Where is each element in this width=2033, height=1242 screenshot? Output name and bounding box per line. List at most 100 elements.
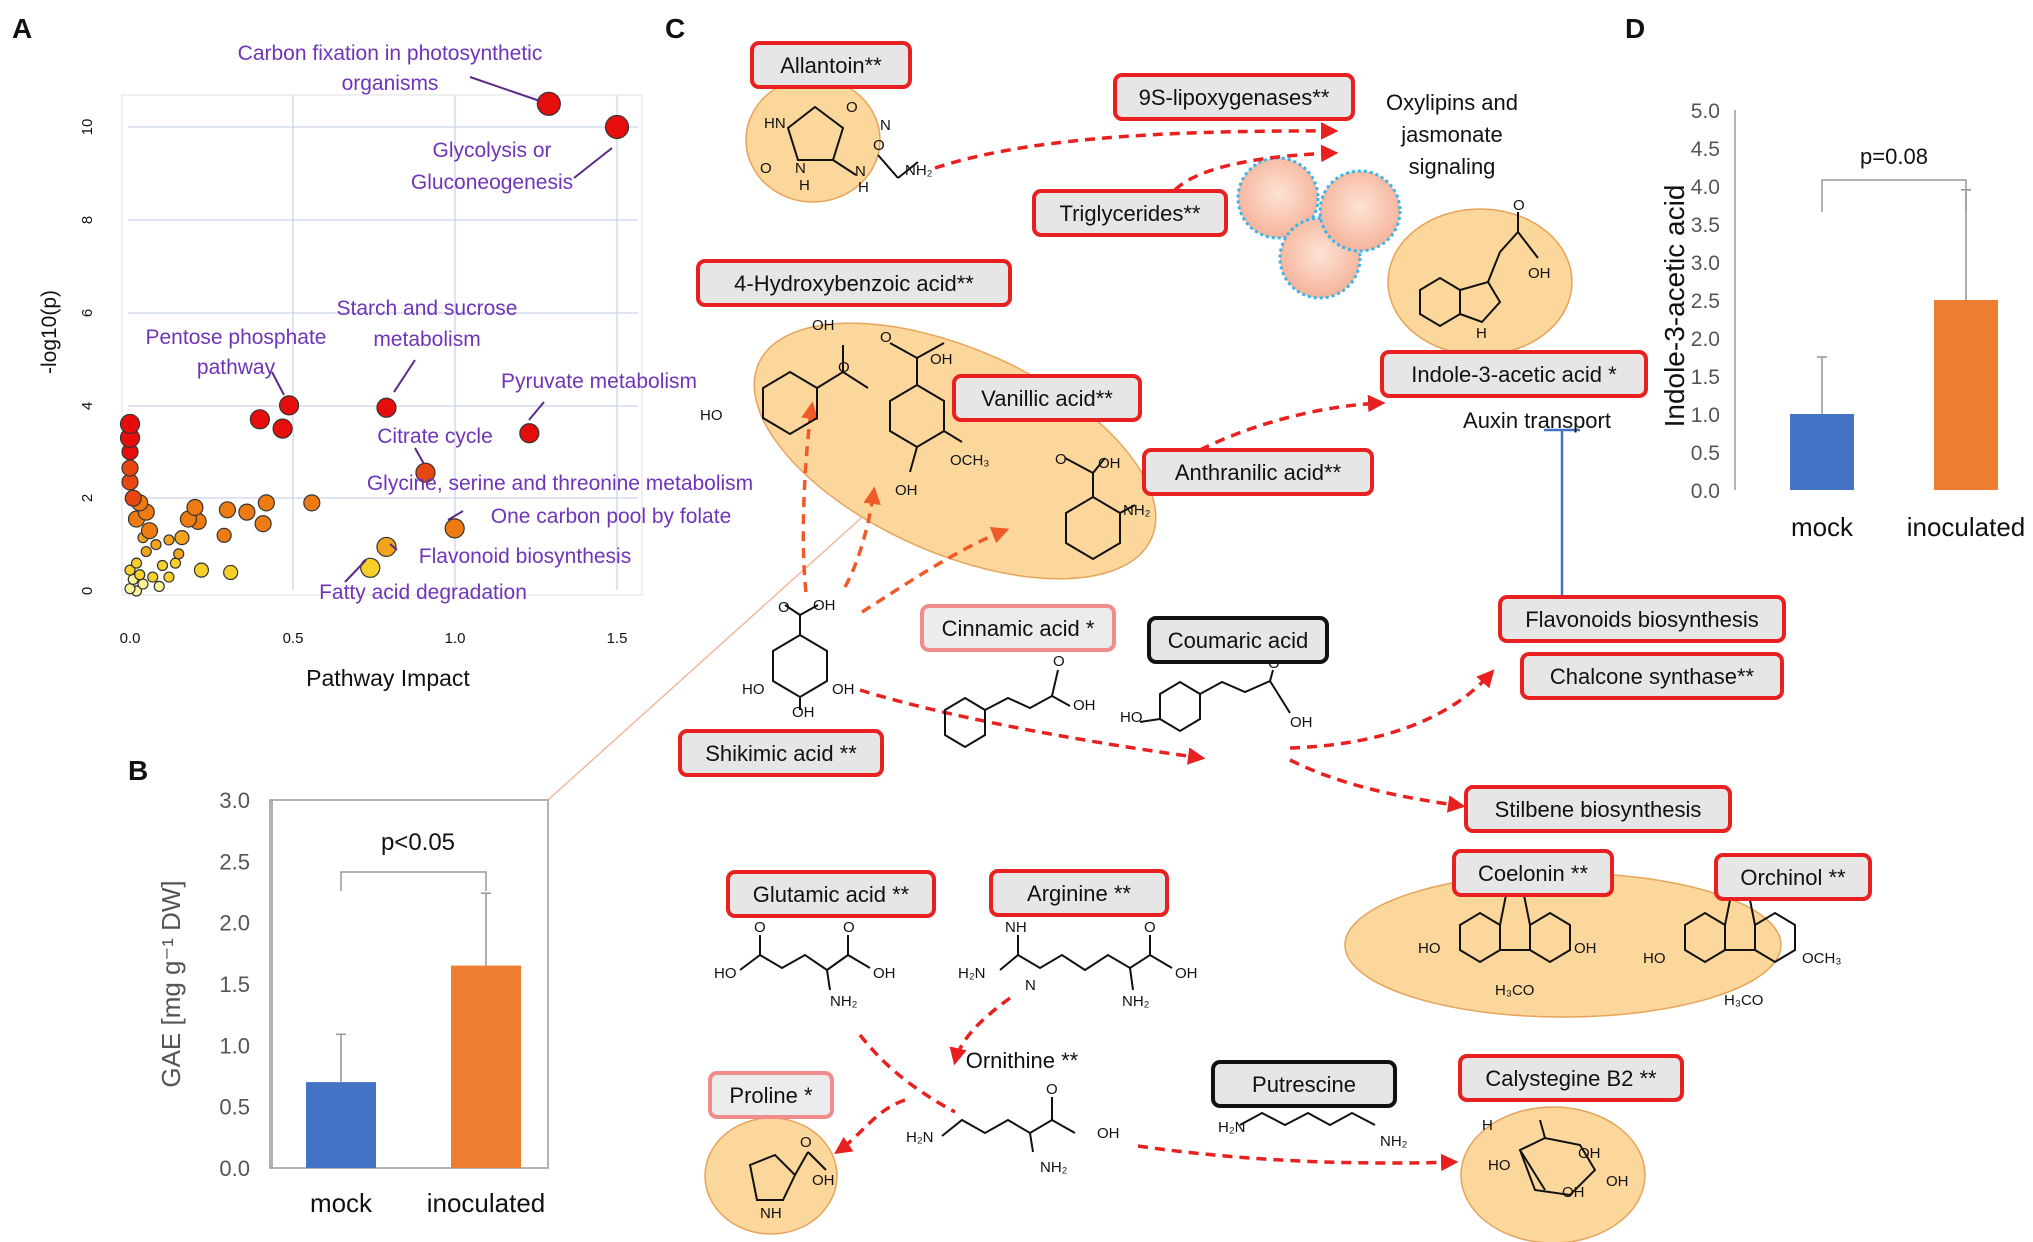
label-text: Shikimic acid ** (705, 741, 857, 766)
pathway-text-labels: Oxylipins and jasmonate signaling Auxin … (966, 90, 1611, 1073)
scatter-point (169, 557, 182, 569)
label-text: Allantoin** (780, 53, 882, 78)
annotation-citrate: Citrate cycle (377, 425, 493, 448)
scatter-point (257, 494, 275, 512)
atom-label: HO (742, 681, 765, 698)
atom-label: HO (1120, 709, 1143, 726)
auxin-inhibition (1544, 428, 1580, 598)
panel-a-plot-frame (121, 94, 643, 596)
scatter-point (254, 515, 272, 533)
label-proline: Proline * (708, 1071, 834, 1119)
label-text: Indole-3-acetic acid * (1411, 362, 1617, 387)
scatter-point (444, 518, 465, 539)
ornithine-label: Ornithine ** (966, 1048, 1079, 1073)
x-tick: 0.5 (283, 630, 304, 647)
y-tick: 1.5 (219, 972, 250, 997)
scatter-point (376, 397, 397, 418)
label-stilbene: Stilbene biosynthesis (1464, 785, 1732, 833)
atom-label: NH₂ (1122, 993, 1150, 1010)
label-chalcone: Chalcone synthase** (1520, 652, 1784, 700)
panel-b-frame (269, 799, 549, 1169)
atom-label: HO (1643, 950, 1666, 967)
label-text: Stilbene biosynthesis (1495, 797, 1702, 822)
label-shikimic: Shikimic acid ** (678, 729, 884, 777)
arginine-structure (999, 953, 1173, 972)
atom-label: NH₂ (1123, 502, 1151, 519)
y-tick: 6 (79, 309, 96, 317)
atom-label: OH (873, 965, 896, 982)
lipid-droplets-image (1236, 156, 1402, 300)
label-text: 9S-lipoxygenases** (1139, 85, 1330, 110)
panel-a-ylabel: -log10(p) (38, 290, 61, 374)
panel-d-bars (1790, 189, 1998, 490)
shikimic-structure (772, 633, 828, 699)
atom-label: NH (760, 1205, 782, 1222)
arrow-to-proline (834, 1098, 906, 1154)
scatter-point (604, 114, 630, 140)
cinnamic-structure (944, 696, 986, 749)
atom-label: OH (895, 482, 918, 499)
annotation-flavonoid: Flavonoid biosynthesis (419, 545, 631, 568)
atom-label: OH (832, 681, 855, 698)
y-tick: 2.0 (1691, 328, 1720, 351)
arrow-to-stilbene (1289, 758, 1466, 813)
y-tick: 10 (79, 119, 96, 136)
atom-label: OH (1528, 265, 1551, 282)
annotation-fatty-acid: Fatty acid degradation (319, 581, 527, 604)
atom-label: OH (930, 351, 953, 368)
x-tick: 0.0 (120, 630, 141, 647)
atom-label: O (838, 359, 850, 376)
oxylipins-label-3: signaling (1409, 154, 1496, 179)
label-text: Proline * (729, 1083, 813, 1108)
scatter-point (193, 562, 210, 578)
panel-a-annotations: Carbon fixation in photosynthetic organi… (146, 42, 754, 604)
atom-label: HO (1488, 1157, 1511, 1174)
panel-a-yticks: 0 2 4 6 8 10 (79, 119, 96, 596)
scatter-point (137, 578, 149, 590)
y-tick: 3.5 (1691, 214, 1720, 237)
label-9s-lipoxygenases: 9S-lipoxygenases** (1113, 73, 1355, 121)
scatter-point (360, 557, 381, 578)
atom-label: OH (1175, 965, 1198, 982)
annotation-starch: Starch and sucrose (337, 297, 518, 320)
benzoic-acids-blob (753, 322, 1157, 580)
y-tick: 0.5 (219, 1095, 250, 1120)
y-tick: 3.0 (219, 788, 250, 813)
y-tick: 1.0 (1691, 404, 1720, 427)
panel-d-yticks: 0.00.51.01.52.02.53.03.54.04.55.0 (1691, 100, 1720, 503)
label-text: Triglycerides** (1059, 201, 1200, 226)
atom-label: O (846, 99, 858, 116)
bar (306, 1082, 376, 1168)
scatter-point (121, 459, 139, 477)
label-putrescine: Putrescine (1211, 1060, 1397, 1108)
atom-label: O (880, 329, 892, 346)
oxylipins-label: Oxylipins and (1386, 90, 1518, 115)
atom-label: H (1476, 325, 1487, 342)
compound-labels: Allantoin** 9S-lipoxygenases** Triglycer… (678, 41, 1872, 1119)
atom-label: H₂N (958, 965, 986, 982)
label-calystegine: Calystegine B2 ** (1458, 1054, 1684, 1102)
panel-label-d: D (1625, 13, 1645, 44)
label-iaa: Indole-3-acetic acid * (1380, 350, 1648, 398)
atom-label: NH₂ (1040, 1159, 1068, 1176)
y-tick: 1.5 (1691, 366, 1720, 389)
y-tick: 4.0 (1691, 176, 1720, 199)
atom-label: OH (812, 1172, 835, 1189)
atom-label: H (858, 179, 869, 196)
atom-label: H (1482, 1117, 1493, 1134)
arrow-glutamate-to-ornithine (858, 1033, 956, 1114)
scatter-point (153, 580, 165, 592)
atom-label: OH (1290, 714, 1313, 731)
atom-label: OH (1073, 697, 1096, 714)
atom-label: O (754, 919, 766, 936)
scatter-point (216, 527, 232, 543)
scatter-point (140, 522, 159, 540)
scatter-point (186, 498, 204, 517)
y-tick: 2.0 (219, 911, 250, 936)
atom-label: O (760, 160, 772, 177)
panel-d-cat-inoculated: inoculated (1907, 512, 2026, 542)
scatter-point (119, 413, 141, 435)
label-triglycerides: Triglycerides** (1032, 189, 1228, 237)
y-tick: 2.5 (219, 849, 250, 874)
scatter-point (238, 503, 256, 521)
